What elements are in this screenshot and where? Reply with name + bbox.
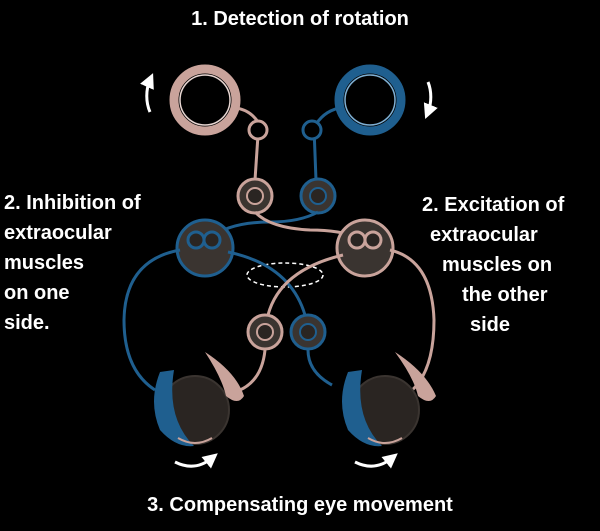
compensating-eye-movement-label: 3. Compensating eye movement	[147, 494, 453, 516]
right-nerve	[312, 106, 340, 181]
left-nerve	[235, 106, 260, 181]
right-eye-movement-arrow-icon	[354, 453, 398, 469]
excitation-line-4: the other	[462, 284, 548, 306]
inhibition-label: 2. Inhibition of extraocular muscles on …	[4, 188, 141, 338]
excitation-label: 2. Excitation of extraocular muscles on …	[420, 190, 564, 340]
detection-of-rotation-label: 1. Detection of rotation	[191, 8, 409, 30]
right-ganglion	[299, 177, 337, 215]
left-vestibular-nucleus	[175, 218, 235, 278]
right-canal	[334, 64, 406, 136]
excitation-line-2: extraocular	[430, 224, 538, 246]
excitatory-path-to-left-eye	[239, 253, 344, 392]
inhibition-line-5: side.	[4, 312, 50, 334]
right-eye	[342, 352, 436, 447]
inhibitory-path-to-right-eye	[227, 250, 333, 387]
inhibition-line-1: 2. Inhibition of	[4, 192, 141, 214]
inhibition-line-2: extraocular	[4, 222, 112, 244]
left-oculomotor-nucleus	[246, 313, 284, 351]
right-nerve-node	[301, 119, 323, 141]
excitation-line-1: 2. Excitation of	[422, 194, 565, 216]
inhibition-line-3: muscles	[4, 252, 85, 274]
excitation-line-5: side	[470, 314, 511, 336]
left-eye-movement-arrow-icon	[174, 453, 218, 469]
right-oculomotor-nucleus	[289, 313, 327, 351]
midline-dashed-ellipse	[246, 262, 324, 288]
left-eye	[154, 352, 244, 447]
left-canal	[169, 64, 241, 136]
left-nerve-node	[247, 119, 269, 141]
inhibition-line-4: on one	[4, 282, 70, 304]
left-ganglion	[236, 177, 274, 215]
right-rotation-arrow-icon	[423, 81, 438, 119]
left-rotation-arrow-icon	[140, 73, 154, 113]
inhibitory-path-to-left-eye	[122, 248, 181, 392]
right-vestibular-nucleus	[335, 218, 395, 278]
excitation-line-3: muscles on	[442, 254, 553, 276]
